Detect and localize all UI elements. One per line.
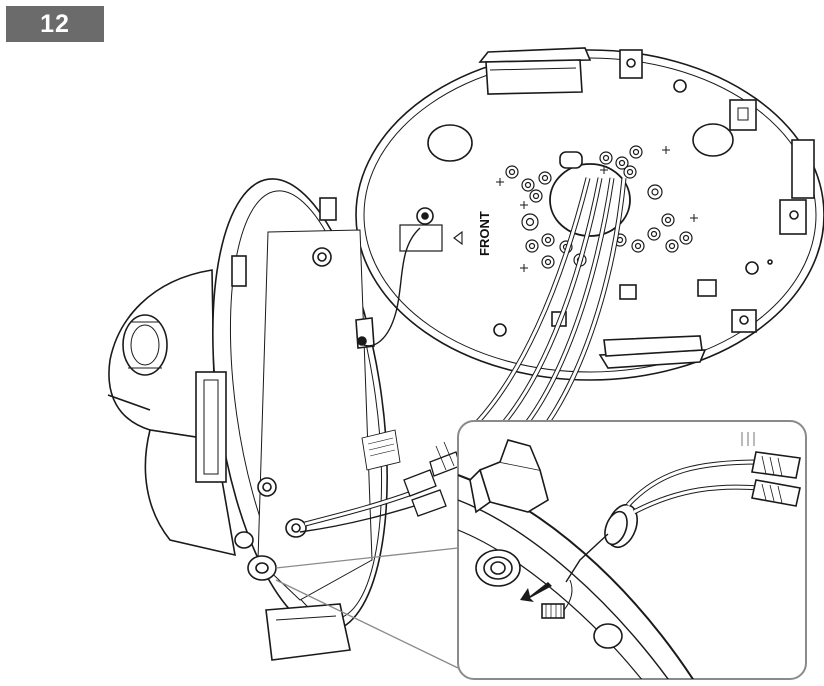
camera-back-plate [195, 178, 401, 661]
front-label: FRONT [477, 211, 492, 256]
detail-callout [457, 420, 807, 680]
callout-leader-lines [275, 547, 459, 669]
cable-connectors [403, 441, 461, 517]
step-number-badge: 12 [6, 6, 104, 42]
safety-tether-wire [361, 227, 421, 347]
camera-dome-body [107, 269, 236, 557]
